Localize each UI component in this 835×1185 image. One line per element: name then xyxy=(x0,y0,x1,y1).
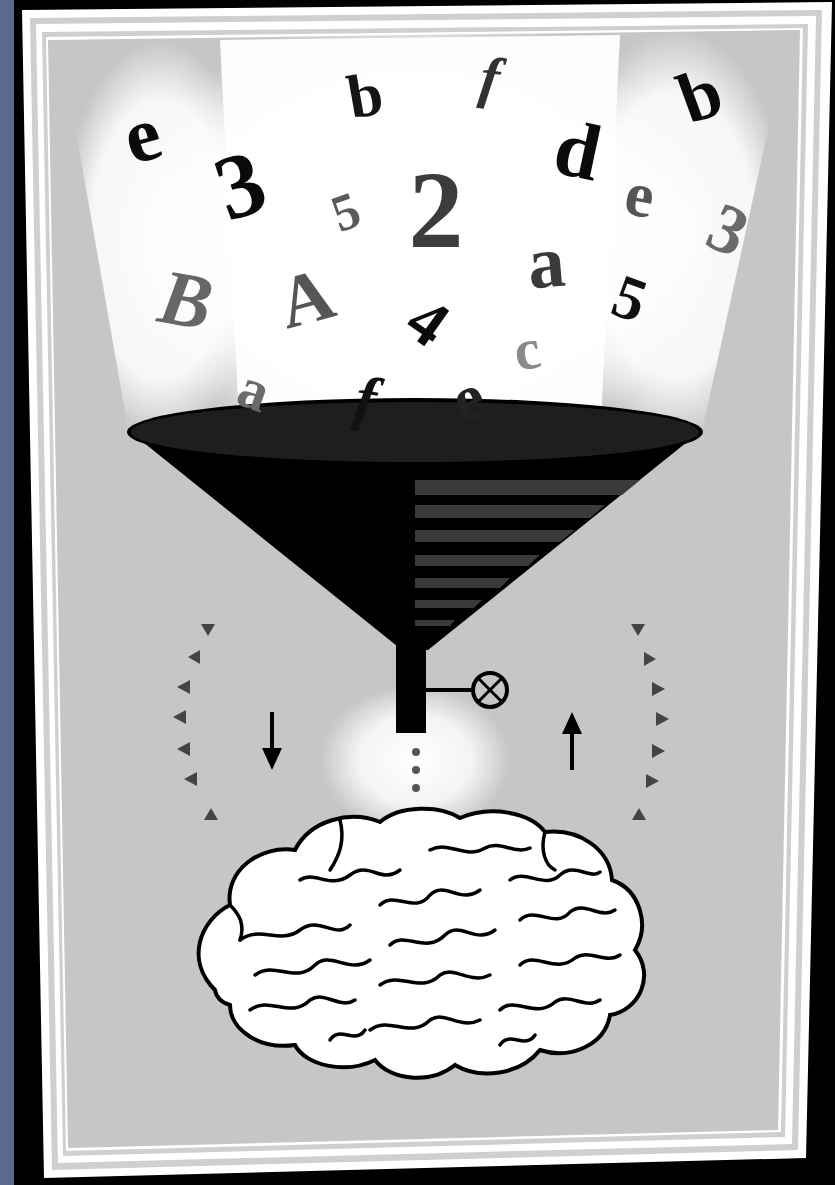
flow-arrows xyxy=(262,712,582,770)
light-beams xyxy=(60,10,790,470)
frame-outer xyxy=(22,2,832,1178)
funnel xyxy=(127,398,703,792)
side-strip xyxy=(0,0,14,1185)
brain xyxy=(199,809,644,1078)
falling-character: 2 xyxy=(409,155,464,265)
falling-character: a xyxy=(524,224,567,301)
frame-line xyxy=(30,10,822,1170)
triangle-arcs xyxy=(173,624,669,820)
